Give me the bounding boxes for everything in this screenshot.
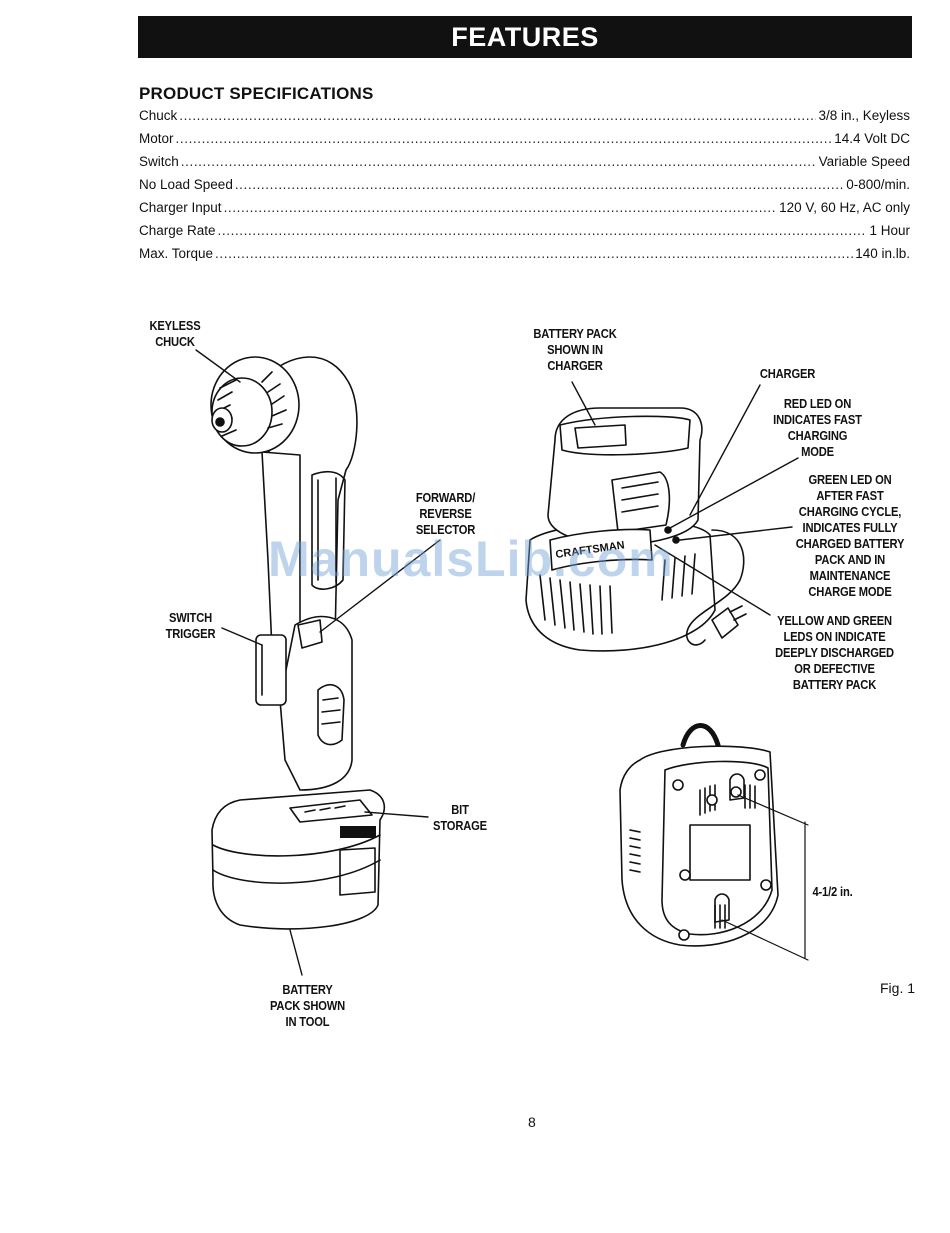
leader-red-led: [669, 457, 799, 529]
drill-illustration: [210, 356, 386, 930]
spec-label: Switch: [139, 154, 179, 169]
spec-label: Chuck: [139, 108, 178, 123]
mount-slot-bottom: [714, 893, 730, 923]
watermark: ManualsLib.com: [268, 531, 674, 587]
page-header: FEATURES: [138, 16, 912, 58]
green-led: [672, 536, 680, 544]
spec-label: Max. Torque: [139, 246, 214, 261]
handle-grip-lines: [321, 697, 341, 725]
red-led: [664, 526, 672, 534]
drill-handle: [279, 615, 353, 791]
spec-row-charger-input: Charger Input 120 V, 60 Hz, AC only: [139, 200, 910, 223]
spec-value: Variable Speed: [818, 154, 910, 169]
spec-row-motor: Motor 14.4 Volt DC: [139, 131, 910, 154]
spec-row-switch: Switch Variable Speed: [139, 154, 910, 177]
spec-row-chuck: Chuck 3/8 in., Keyless: [139, 108, 910, 131]
leader-bit-storage: [364, 811, 429, 818]
spec-label: Motor: [139, 131, 174, 146]
spec-value: 14.4 Volt DC: [834, 131, 910, 146]
spec-label: No Load Speed: [139, 177, 233, 192]
spec-value: 3/8 in., Keyless: [818, 108, 910, 123]
spec-value: 1 Hour: [869, 223, 910, 238]
spec-value: 0-800/min.: [846, 177, 910, 192]
forward-reverse-switch: [297, 619, 323, 649]
leader-forward-reverse: [319, 539, 441, 633]
cord-loop: [680, 723, 721, 748]
charger-logo-band: [549, 528, 653, 571]
battery-label: [574, 424, 627, 449]
figure-label: Fig. 1: [880, 980, 916, 996]
leader-keyless-chuck: [195, 349, 241, 383]
leader-green-led: [679, 526, 793, 541]
power-plug: [711, 605, 747, 639]
charger-vents: [539, 574, 613, 635]
spec-row-max-torque: Max. Torque 140 in.lb.: [139, 246, 910, 269]
underside-label: [689, 824, 751, 881]
charger-vents-right: [661, 553, 696, 601]
spec-row-charge-rate: Charge Rate 1 Hour: [139, 223, 910, 246]
battery-pack-in-tool: [211, 789, 386, 930]
power-cord: [685, 529, 745, 646]
battery-latch: [611, 471, 671, 533]
drill-body-panel: [311, 470, 346, 590]
spec-label: Charge Rate: [139, 223, 216, 238]
leader-battery-in-charger: [571, 381, 596, 426]
label-mount-spacing: 4-1/2 in.: [812, 884, 853, 899]
spec-row-no-load-speed: No Load Speed 0-800/min.: [139, 177, 910, 200]
leader-yellow-green: [654, 544, 771, 616]
switch-trigger: [255, 634, 287, 706]
spec-value: 140 in.lb.: [855, 246, 910, 261]
drill-body-stripe: [317, 477, 337, 583]
specifications-heading: PRODUCT SPECIFICATIONS: [139, 84, 374, 103]
page-number: 8: [528, 1114, 536, 1130]
handle-grip: [317, 684, 345, 746]
charger-underside-illustration: [619, 723, 809, 961]
leader-charger: [689, 384, 761, 516]
keyless-chuck: [210, 356, 300, 454]
specifications-list: Chuck3/8 in., Keyless Motor14.4 Volt DC …: [139, 108, 910, 269]
leader-switch-trigger: [221, 627, 263, 646]
dimension-lines: [721, 794, 809, 961]
spec-value: 120 V, 60 Hz, AC only: [779, 200, 910, 215]
mount-slot-top: [729, 773, 745, 801]
label-charger: CHARGER: [759, 366, 816, 381]
spec-label: Charger Input: [139, 200, 222, 215]
underside-vents-left: [629, 829, 641, 873]
leader-battery-in-tool: [289, 929, 303, 976]
leader-lines: [195, 349, 799, 976]
